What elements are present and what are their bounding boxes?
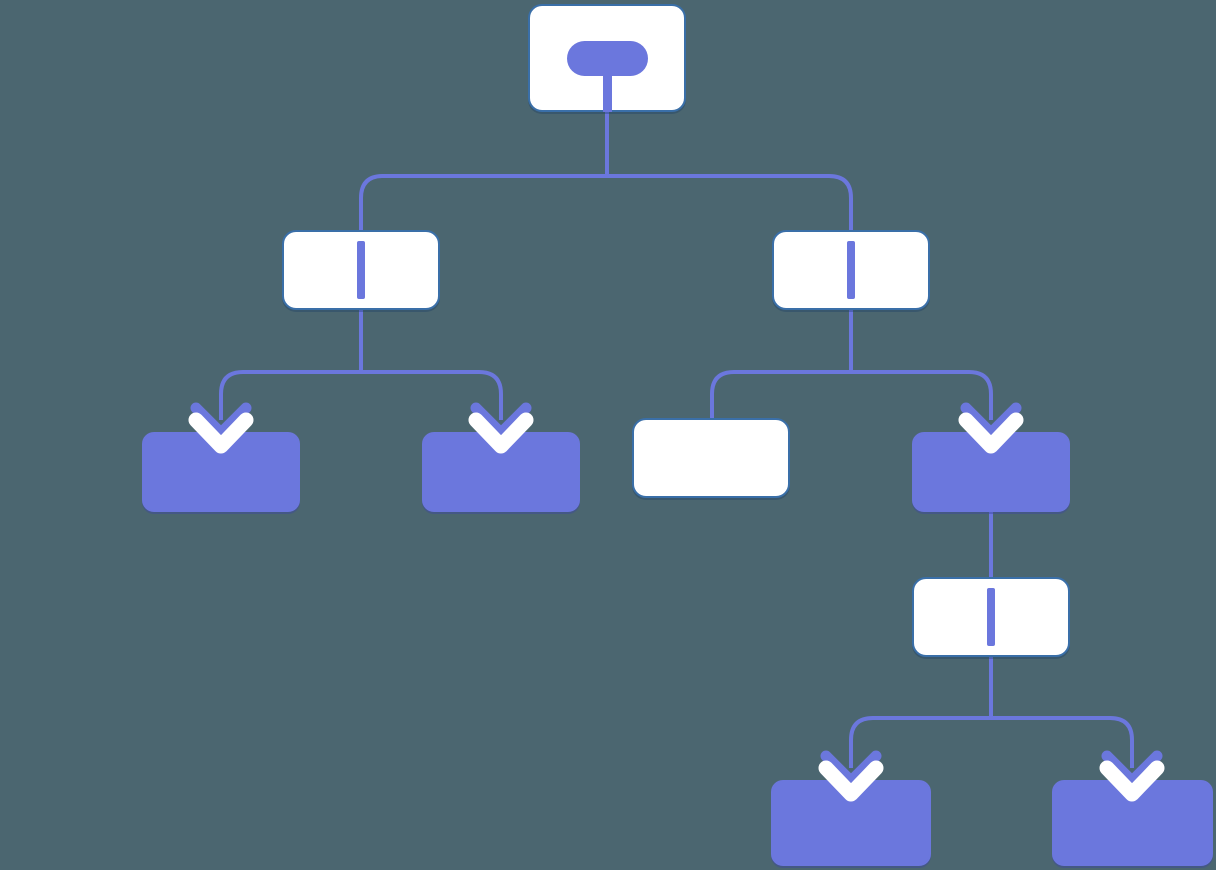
root-pill-stem: [603, 60, 612, 112]
node-l2-d[interactable]: [912, 432, 1070, 512]
l1-left-inner-line: [357, 241, 365, 299]
node-l4-left[interactable]: [771, 780, 931, 866]
node-l2-a[interactable]: [142, 432, 300, 512]
edge-root-to-l1-right: [607, 174, 853, 232]
node-l2-c[interactable]: [632, 418, 790, 498]
edge-root-to-l1-left: [359, 174, 607, 232]
edge-l1l-to-l2b: [361, 370, 503, 420]
edge-l3mid-to-l4left: [849, 716, 991, 768]
edge-l1l-to-l2a: [219, 370, 361, 420]
node-l4-right[interactable]: [1052, 780, 1213, 866]
edge-l3mid-to-l4right: [991, 716, 1134, 768]
node-l2-b[interactable]: [422, 432, 580, 512]
edge-l1r-to-l2c: [710, 370, 851, 420]
l1-right-inner-line: [847, 241, 855, 299]
l3-mid-inner-line: [987, 588, 995, 646]
edge-l1r-to-l2d: [851, 370, 993, 420]
